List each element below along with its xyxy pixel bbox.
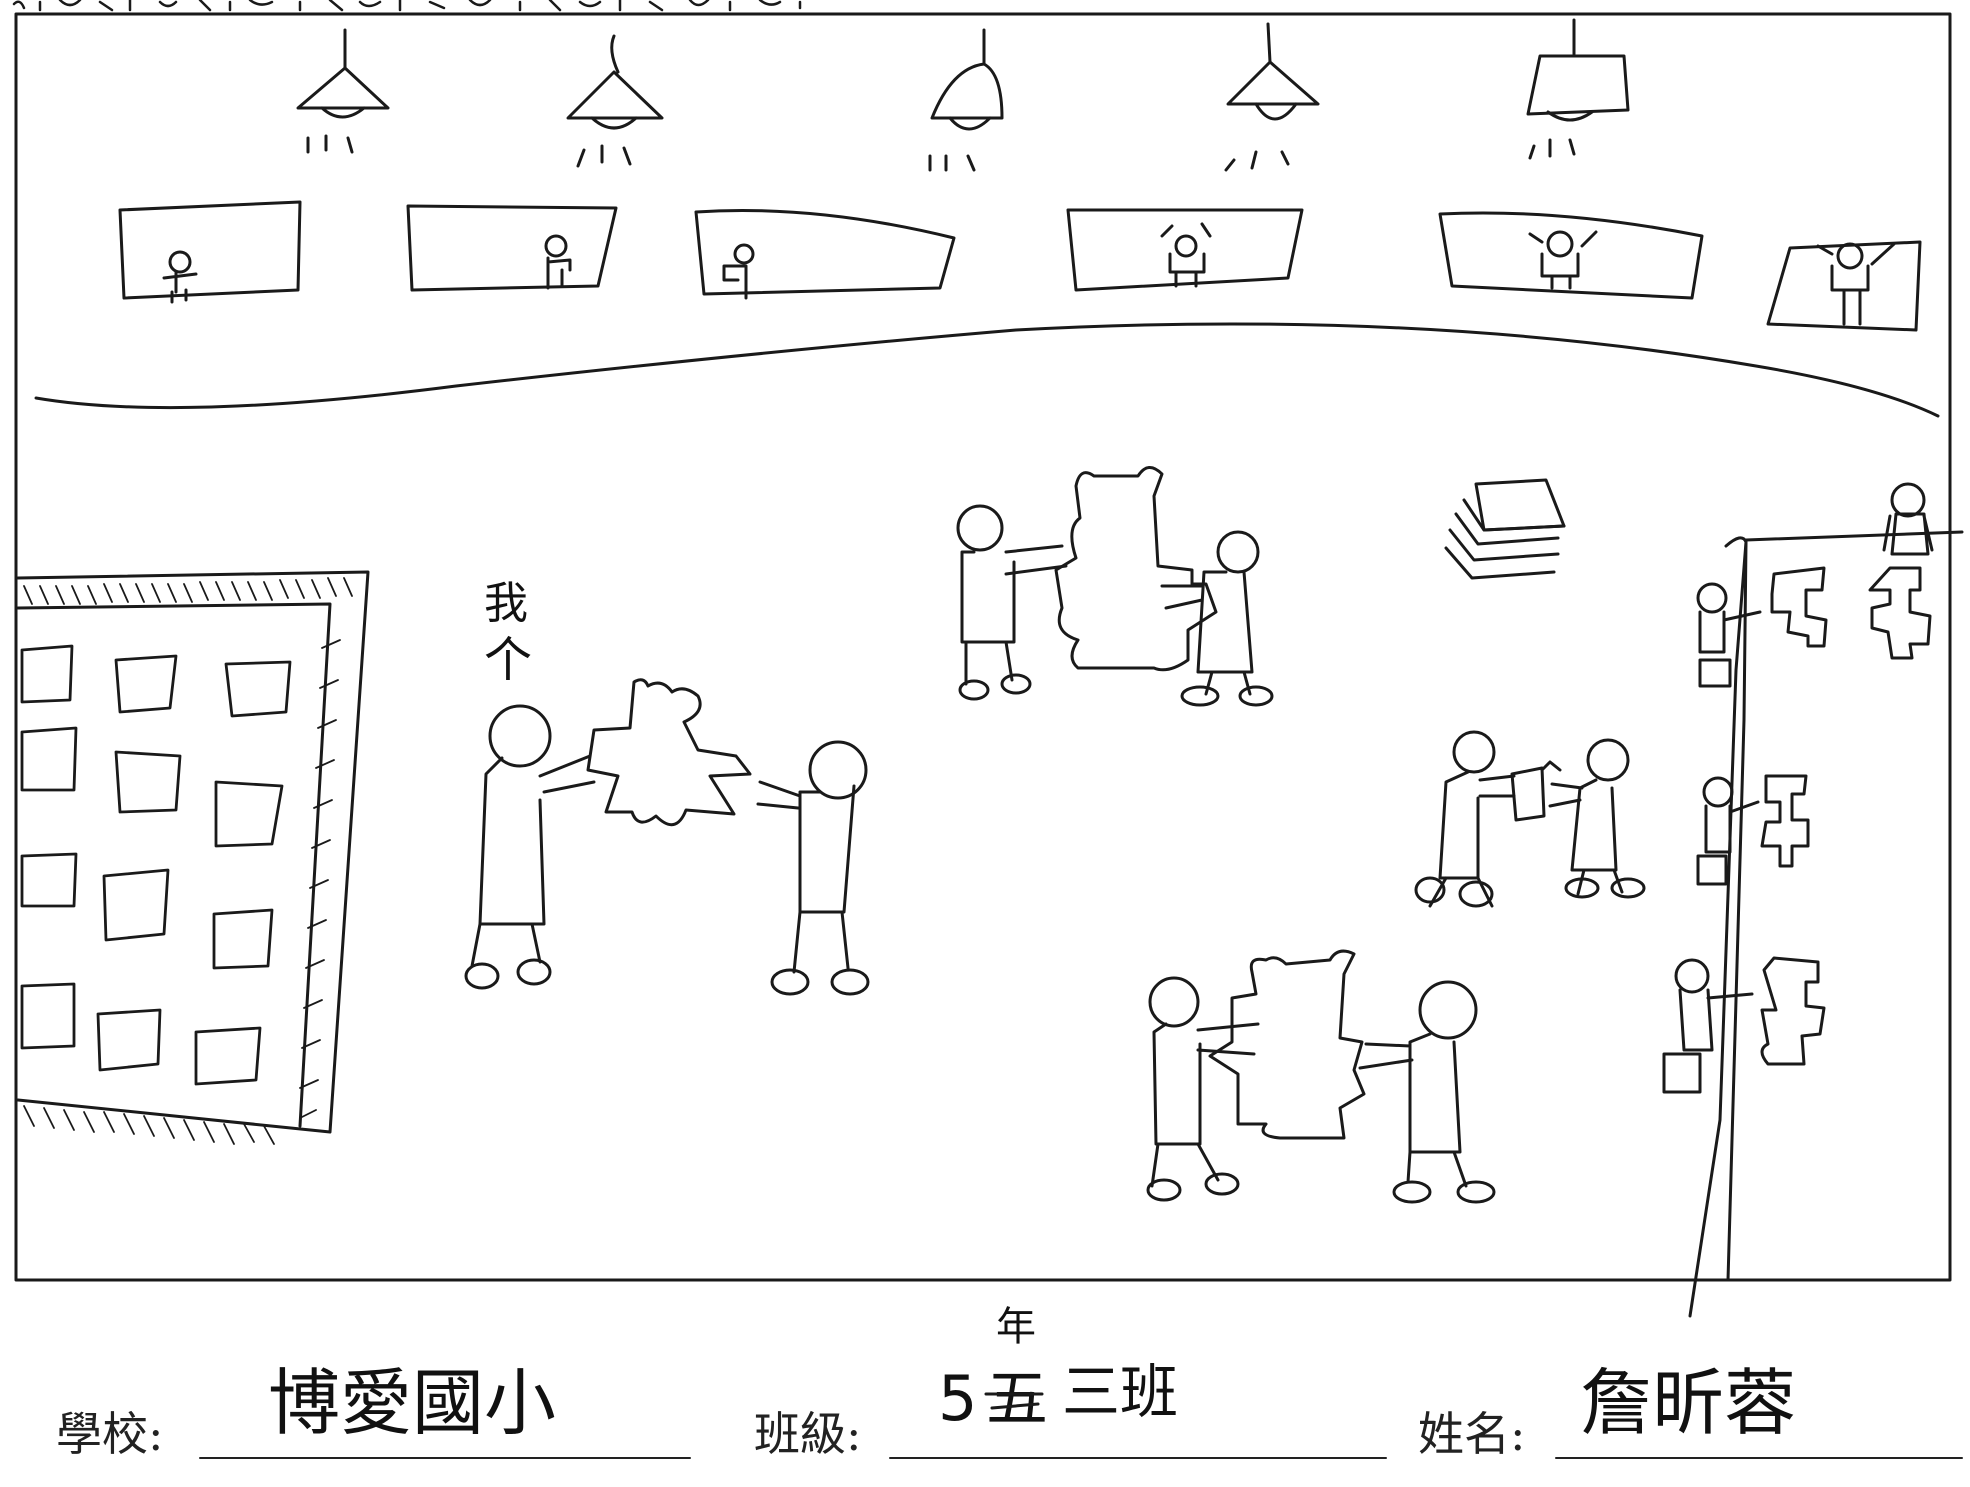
stage-windows (118, 200, 1922, 332)
puzzle-piece-icon (1510, 760, 1562, 822)
class-crossed-out: 五 (986, 1362, 1048, 1435)
form-row: 學校: 博愛國小 班級: 年 5 五 三班 姓名: 詹昕蓉 (56, 1304, 1963, 1461)
person-figure (464, 704, 596, 990)
class-superscript: 年 (996, 1304, 1036, 1350)
person-figure (1146, 976, 1260, 1202)
stage-window (1066, 208, 1304, 292)
person-figure (1816, 242, 1896, 326)
stage-window (406, 204, 618, 292)
person-figure (1528, 230, 1598, 290)
name-value: 詹昕蓉 (1580, 1361, 1796, 1445)
person-figure (1696, 582, 1762, 688)
school-label: 學校: (56, 1407, 164, 1461)
class-suffix: 三班 (1062, 1358, 1178, 1426)
puzzle-piece-icon (1208, 949, 1366, 1140)
building (16, 570, 370, 1145)
puzzle-team (464, 678, 870, 996)
puzzle-piece-icon (1760, 956, 1826, 1066)
lamp-icon (1224, 22, 1320, 172)
puzzle-piece-icon (1868, 566, 1932, 660)
stage-edge (34, 322, 1940, 418)
lamp-icon (1526, 18, 1630, 160)
stage-window (694, 208, 956, 300)
class-value: 5 (938, 1362, 977, 1435)
stage-window (1766, 240, 1922, 332)
school-value: 博愛國小 (268, 1361, 556, 1445)
puzzle-piece-icon (1770, 566, 1828, 648)
lamp-icon (566, 34, 664, 168)
book-stack-icon (1444, 478, 1566, 580)
puzzle-team (1414, 730, 1646, 908)
person-figure (544, 234, 572, 290)
person-figure (1160, 530, 1274, 707)
person-figure (1662, 958, 1754, 1094)
lamp-icon (928, 28, 1004, 172)
lamp-icon (296, 28, 390, 154)
drawing-frame (14, 12, 1952, 1282)
puzzle-piece-icon (1054, 466, 1218, 672)
climbing-pole (1662, 482, 1964, 1318)
building-windows (20, 644, 292, 1086)
ceiling-lamps (296, 18, 1630, 172)
stage-window (118, 200, 302, 304)
person-figure (1548, 738, 1646, 899)
class-label: 班級: (754, 1407, 862, 1461)
person-figure (1696, 776, 1760, 886)
person-figure (1160, 222, 1212, 288)
cut-off-question-text (12, 0, 802, 12)
person-figure (1882, 482, 1934, 556)
me-arrow: 个 (484, 632, 532, 688)
name-label: 姓名: (1418, 1407, 1526, 1461)
person-figure (1414, 730, 1516, 908)
person-figure (722, 243, 755, 300)
puzzle-team (1146, 949, 1496, 1204)
me-label: 我 (484, 578, 528, 629)
stage-window (1438, 211, 1704, 300)
puzzle-piece-icon (1760, 774, 1810, 868)
strike-mark (984, 1392, 1044, 1410)
puzzle-team (956, 466, 1274, 707)
person-figure (162, 250, 198, 304)
person-figure (1358, 980, 1496, 1204)
puzzle-piece-icon (586, 678, 752, 827)
person-figure (756, 740, 870, 996)
person-figure (956, 504, 1068, 701)
